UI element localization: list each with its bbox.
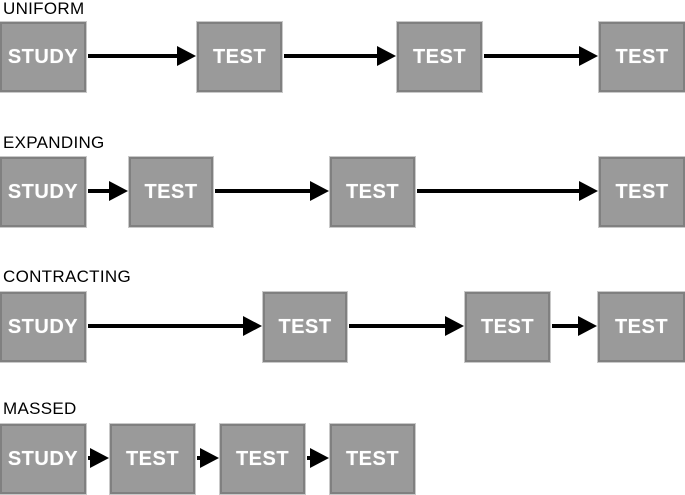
arrow-right-icon — [349, 316, 464, 336]
study-box: STUDY — [0, 292, 86, 362]
test-box: TEST — [599, 157, 685, 227]
test-box: TEST — [330, 157, 415, 227]
arrow-head — [377, 46, 396, 66]
arrow-shaft — [88, 189, 113, 193]
box-label: TEST — [614, 315, 669, 338]
row-label-expanding: EXPANDING — [3, 133, 105, 152]
arrow-shaft — [552, 324, 582, 328]
arrow-right-icon — [88, 448, 109, 468]
test-box: TEST — [110, 424, 195, 494]
row-label-contracting: CONTRACTING — [3, 267, 131, 286]
arrow-head — [90, 448, 109, 468]
arrow-right-icon — [215, 181, 329, 201]
test-box: TEST — [220, 424, 305, 494]
box-label: TEST — [345, 447, 400, 470]
arrow-head — [310, 448, 329, 468]
box-label: TEST — [345, 180, 400, 203]
arrow-shaft — [484, 54, 583, 58]
test-box: TEST — [465, 292, 550, 362]
arrow-right-icon — [197, 448, 219, 468]
arrow-head — [445, 316, 464, 336]
arrow-shaft — [284, 54, 381, 58]
test-box: TEST — [197, 22, 282, 92]
box-label: STUDY — [7, 315, 79, 338]
test-box: TEST — [129, 157, 213, 227]
arrow-right-icon — [417, 181, 598, 201]
test-box: TEST — [330, 424, 415, 494]
arrow-head — [200, 448, 219, 468]
test-box: TEST — [263, 292, 347, 362]
box-label: STUDY — [7, 45, 79, 68]
arrow-head — [579, 46, 598, 66]
study-box: STUDY — [0, 424, 86, 494]
arrow-right-icon — [552, 316, 597, 336]
arrow-head — [310, 181, 329, 201]
arrow-shaft — [215, 189, 314, 193]
arrow-head — [109, 181, 128, 201]
row-label-massed: MASSED — [3, 399, 77, 418]
box-label: TEST — [212, 45, 267, 68]
arrow-right-icon — [88, 181, 128, 201]
arrow-right-icon — [284, 46, 396, 66]
arrow-shaft — [88, 54, 181, 58]
box-label: STUDY — [7, 180, 79, 203]
box-label: TEST — [615, 180, 669, 203]
box-label: TEST — [278, 315, 332, 338]
arrow-right-icon — [88, 316, 262, 336]
box-label: TEST — [480, 315, 535, 338]
row-label-uniform: UNIFORM — [3, 0, 85, 18]
arrow-right-icon — [484, 46, 598, 66]
arrow-head — [243, 316, 262, 336]
arrow-head — [578, 316, 597, 336]
arrow-right-icon — [307, 448, 329, 468]
box-label: STUDY — [7, 447, 79, 470]
test-box: TEST — [599, 22, 685, 92]
arrow-head — [177, 46, 196, 66]
arrow-shaft — [417, 189, 583, 193]
arrow-head — [579, 181, 598, 201]
arrow-shaft — [349, 324, 449, 328]
study-box: STUDY — [0, 157, 86, 227]
box-label: TEST — [125, 447, 180, 470]
box-label: TEST — [144, 180, 198, 203]
box-label: TEST — [235, 447, 290, 470]
box-label: TEST — [615, 45, 669, 68]
test-box: TEST — [397, 22, 482, 92]
arrow-shaft — [88, 324, 247, 328]
box-label: TEST — [412, 45, 467, 68]
study-box: STUDY — [0, 22, 86, 92]
arrow-right-icon — [88, 46, 196, 66]
test-box: TEST — [598, 292, 685, 362]
